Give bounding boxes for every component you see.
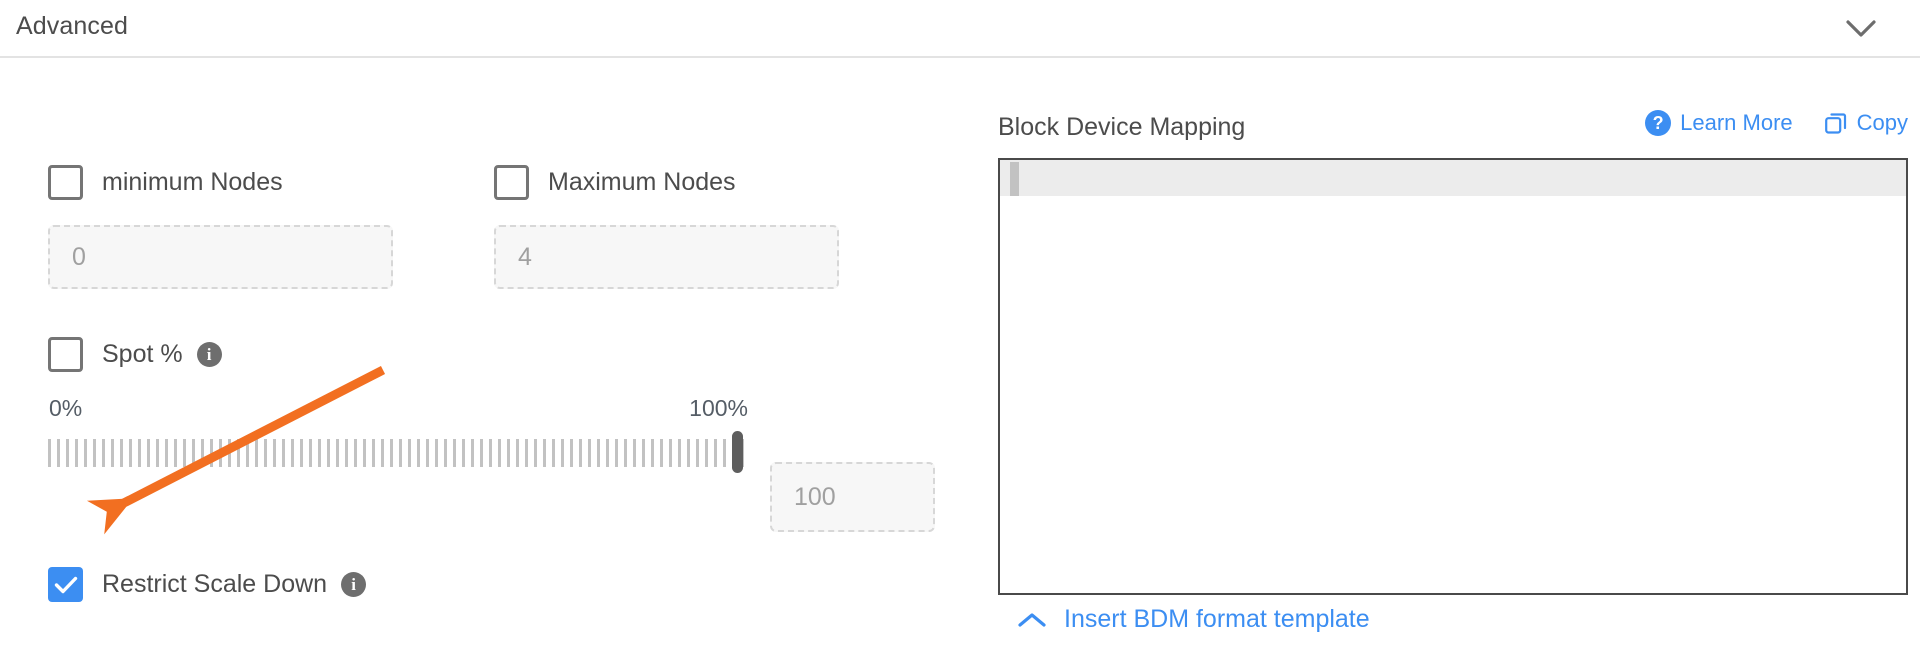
block-device-mapping-panel: Block Device Mapping ? Learn More Copy [998,58,1908,656]
chevron-down-icon[interactable] [1844,12,1878,46]
advanced-left-panel: minimum Nodes 0 Maximum Nodes 4 Spot % i… [0,58,960,656]
spot-percent-slider-track[interactable] [48,438,748,468]
learn-more-link[interactable]: ? Learn More [1645,110,1793,136]
editor-content[interactable] [1034,162,1902,196]
maximum-nodes-checkbox-row[interactable]: Maximum Nodes [494,165,736,200]
copy-icon [1823,111,1848,136]
restrict-scale-down-label: Restrict Scale Down [102,570,328,598]
learn-more-label: Learn More [1680,110,1793,135]
block-device-mapping-actions: ? Learn More Copy [1645,110,1908,136]
advanced-section-header[interactable]: Advanced [0,0,1920,56]
info-icon[interactable]: i [341,572,367,597]
spot-percent-value-input[interactable]: 100 [770,462,935,532]
chevron-up-icon [1018,612,1046,628]
spot-percent-slider-thumb[interactable] [732,431,743,473]
minimum-nodes-input[interactable]: 0 [48,225,393,289]
copy-button[interactable]: Copy [1823,110,1908,136]
maximum-nodes-checkbox[interactable] [494,165,529,200]
editor-active-line [1000,160,1906,196]
spot-percent-checkbox[interactable] [48,337,83,372]
insert-bdm-format-template-link[interactable]: Insert BDM format template [1018,605,1370,634]
restrict-scale-down-checkbox-row[interactable]: Restrict Scale Down i [48,567,367,602]
slider-max-label: 100% [689,395,748,421]
page-title: Advanced [16,12,128,40]
minimum-nodes-checkbox-row[interactable]: minimum Nodes [48,165,283,200]
restrict-scale-down-checkbox[interactable] [48,567,83,602]
block-device-mapping-title: Block Device Mapping [998,113,1246,141]
spot-percent-label: Spot % [102,340,183,368]
question-circle-icon: ? [1645,110,1672,136]
maximum-nodes-input[interactable]: 4 [494,225,839,289]
minimum-nodes-label: minimum Nodes [102,168,283,196]
block-device-mapping-editor[interactable] [998,158,1908,595]
slider-min-label: 0% [49,395,83,421]
editor-cursor [1010,162,1019,196]
info-icon[interactable]: i [196,342,222,367]
maximum-nodes-label: Maximum Nodes [548,168,736,196]
minimum-nodes-checkbox[interactable] [48,165,83,200]
spot-percent-slider-group: 0% 100% [48,395,748,475]
header-divider [0,56,1920,58]
copy-label: Copy [1856,110,1908,135]
insert-bdm-format-template-label: Insert BDM format template [1064,605,1370,633]
spot-percent-checkbox-row[interactable]: Spot % i [48,337,222,372]
